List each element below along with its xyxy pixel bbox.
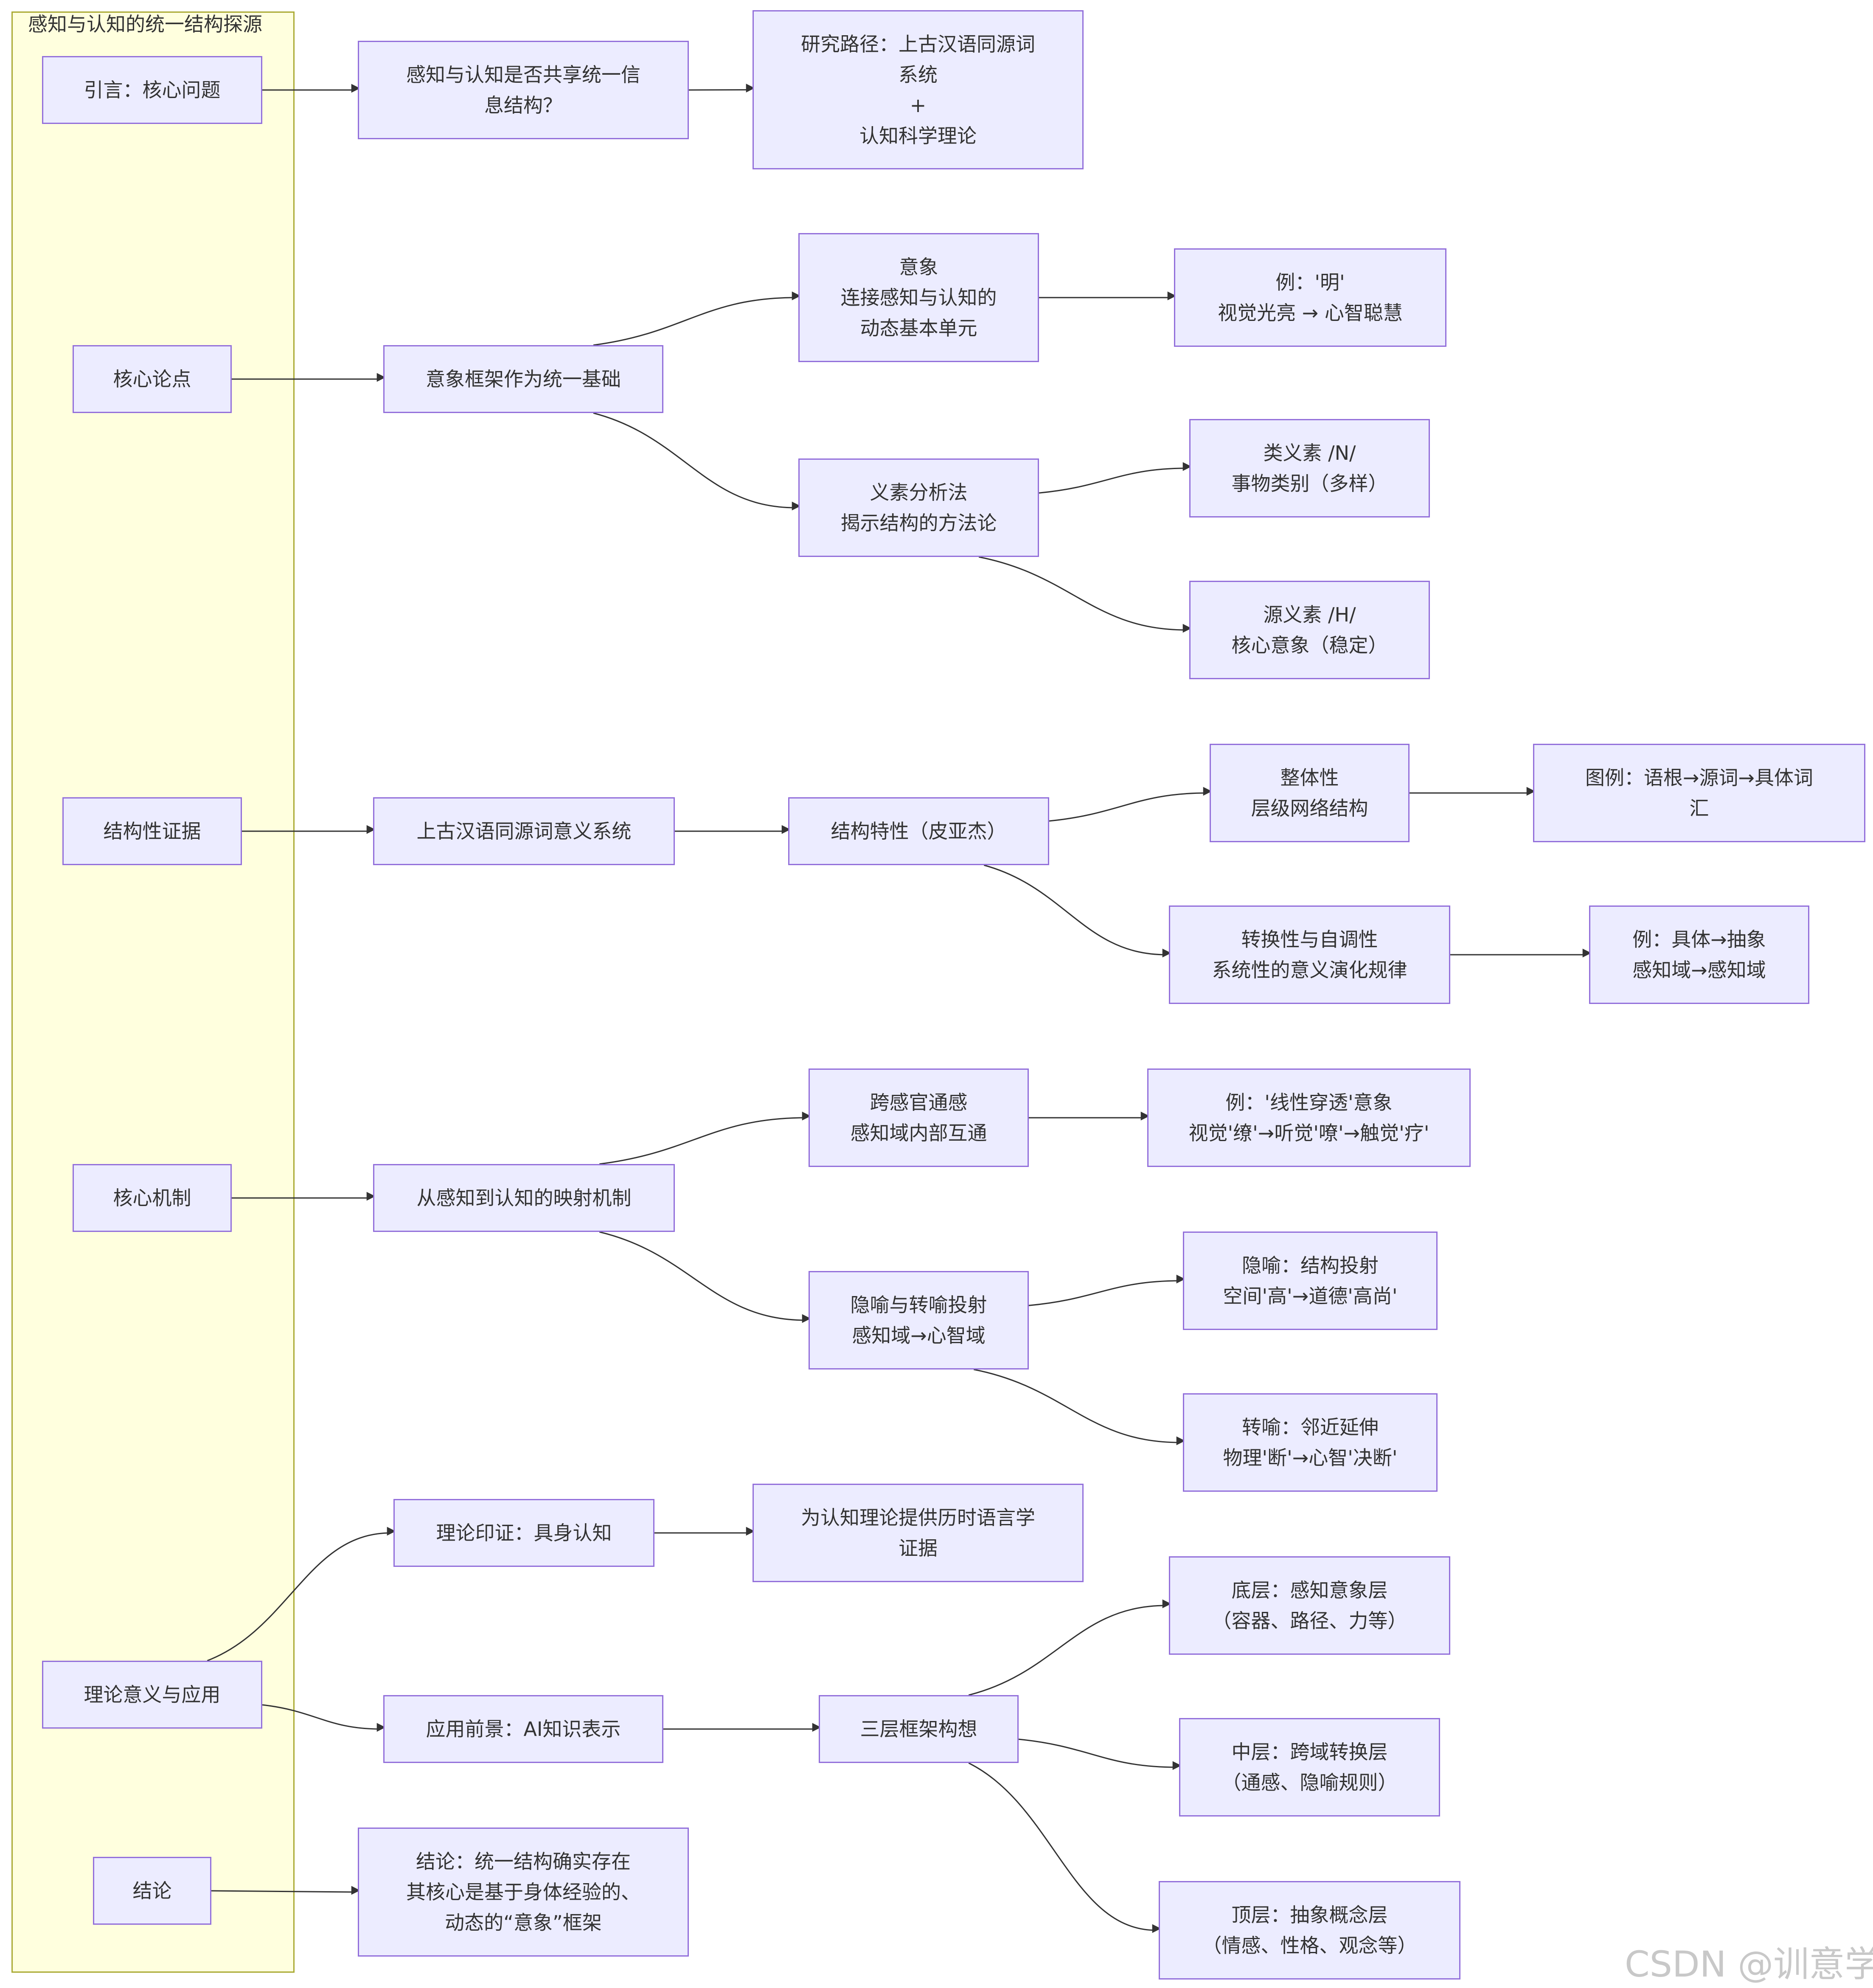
- node-diagram-ex[interactable]: 图例：语根→源词→具体词 汇: [1533, 744, 1865, 842]
- watermark: CSDN @训意学: [1625, 1943, 1873, 1985]
- node-question-label: 感知与认知是否共享统一信 息结构？: [406, 63, 640, 117]
- node-three-layer[interactable]: 三层框架构想: [819, 1695, 1019, 1763]
- node-mechanism-label: 核心机制: [113, 1187, 191, 1209]
- node-mapping[interactable]: 从感知到认知的映射机制: [373, 1164, 675, 1232]
- node-question[interactable]: 感知与认知是否共享统一信 息结构？: [358, 41, 689, 139]
- edge-mapping-to-metaphor: [599, 1231, 811, 1323]
- edge-three_layer-to-bottom: [968, 1599, 1171, 1696]
- node-diagram-ex-label: 图例：语根→源词→具体词 汇: [1585, 766, 1814, 820]
- node-evidence[interactable]: 结构性证据: [62, 797, 242, 865]
- node-synesthesia[interactable]: 跨感官通感 感知域内部互通: [809, 1069, 1029, 1167]
- edge-feature-to-transform: [983, 864, 1171, 958]
- node-class-seme[interactable]: 类义素 /N/ 事物类别（多样）: [1189, 419, 1430, 517]
- edge-metaphor-to-metonymy_ex: [973, 1369, 1185, 1445]
- node-metaphor[interactable]: 隐喻与转喻投射 感知域→心智域: [809, 1271, 1029, 1369]
- node-conclusion[interactable]: 结论: [93, 1857, 211, 1925]
- node-whole-label: 整体性 层级网络结构: [1251, 766, 1368, 820]
- node-metaphor-ex-label: 隐喻：结构投射 空间'高'→道德'高尚': [1223, 1254, 1398, 1308]
- edge-conclusion-to-conclusion_text: [211, 1886, 360, 1895]
- node-top[interactable]: 顶层：抽象概念层 （情感、性格、观念等）: [1159, 1881, 1460, 1980]
- node-top-label: 顶层：抽象概念层 （情感、性格、观念等）: [1202, 1904, 1417, 1957]
- edge-mapping-to-synesthesia: [599, 1111, 811, 1165]
- node-feature-label: 结构特性（皮亚杰）: [831, 820, 1007, 843]
- node-metaphor-ex[interactable]: 隐喻：结构投射 空间'高'→道德'高尚': [1183, 1232, 1438, 1330]
- edge-significance-to-embodied: [207, 1527, 396, 1662]
- node-feature[interactable]: 结构特性（皮亚杰）: [788, 797, 1049, 865]
- node-transform-label: 转换性与自调性 系统性的意义演化规律: [1212, 928, 1407, 981]
- node-significance-label: 理论意义与应用: [84, 1683, 221, 1706]
- node-ai-label: 应用前景：AI知识表示: [426, 1718, 621, 1741]
- node-intro-label: 引言：核心问题: [84, 79, 221, 101]
- node-mapping-label: 从感知到认知的映射机制: [416, 1187, 632, 1209]
- node-evidence-label: 结构性证据: [103, 820, 201, 843]
- node-conclusion-text-label: 结论：统一结构确实存在 其核心是基于身体经验的、 动态的“意象”框架: [406, 1850, 640, 1934]
- edge-metaphor-to-metaphor_ex: [1028, 1274, 1185, 1306]
- node-frame-label: 意象框架作为统一基础: [426, 368, 621, 391]
- node-method[interactable]: 义素分析法 揭示结构的方法论: [798, 458, 1039, 557]
- node-line-ex[interactable]: 例：'线性穿透'意象 视觉'缭'→听觉'嘹'→触觉'疗': [1147, 1069, 1471, 1167]
- node-middle[interactable]: 中层：跨域转换层 （通感、隐喻规则）: [1179, 1718, 1440, 1816]
- node-concrete-ex-label: 例：具体→抽象 感知域→感知域: [1632, 928, 1766, 981]
- node-class-seme-label: 类义素 /N/ 事物类别（多样）: [1231, 441, 1388, 495]
- node-system-label: 上古汉语同源词意义系统: [416, 820, 632, 843]
- edge-feature-to-whole: [1049, 787, 1212, 822]
- cluster-box: [11, 11, 295, 1973]
- node-diachronic[interactable]: 为认知理论提供历时语言学 证据: [753, 1484, 1084, 1582]
- cluster-title: 感知与认知的统一结构探源: [28, 13, 262, 36]
- node-conclusion-label: 结论: [132, 1879, 172, 1902]
- node-conclusion-text[interactable]: 结论：统一结构确实存在 其核心是基于身体经验的、 动态的“意象”框架: [358, 1828, 689, 1957]
- edge-frame-to-image: [593, 291, 801, 346]
- node-diachronic-label: 为认知理论提供历时语言学 证据: [801, 1506, 1035, 1560]
- node-image[interactable]: 意象 连接感知与认知的 动态基本单元: [798, 233, 1039, 362]
- node-intro[interactable]: 引言：核心问题: [42, 56, 262, 124]
- edge-three_layer-to-middle: [1018, 1738, 1182, 1770]
- node-whole[interactable]: 整体性 层级网络结构: [1210, 744, 1410, 842]
- edge-three_layer-to-top: [968, 1762, 1161, 1933]
- node-image-label: 意象 连接感知与认知的 动态基本单元: [840, 256, 997, 340]
- node-thesis[interactable]: 核心论点: [73, 345, 232, 413]
- node-bottom-label: 底层：感知意象层 （容器、路径、力等）: [1212, 1579, 1407, 1632]
- node-ming-label: 例：'明' 视觉光亮 → 心智聪慧: [1218, 271, 1403, 324]
- edge-method-to-source_seme: [978, 556, 1192, 633]
- node-system[interactable]: 上古汉语同源词意义系统: [373, 797, 675, 865]
- node-significance[interactable]: 理论意义与应用: [42, 1661, 262, 1729]
- node-transform[interactable]: 转换性与自调性 系统性的意义演化规律: [1169, 905, 1450, 1004]
- node-thesis-label: 核心论点: [113, 368, 191, 391]
- node-three-layer-label: 三层框架构想: [860, 1718, 977, 1741]
- node-metonymy-ex[interactable]: 转喻：邻近延伸 物理'断'→心智'决断': [1183, 1393, 1438, 1492]
- node-source-seme[interactable]: 源义素 /H/ 核心意象（稳定）: [1189, 581, 1430, 679]
- node-embodied-label: 理论印证：具身认知: [436, 1521, 612, 1544]
- node-path-label: 研究路径：上古汉语同源词 系统 + 认知科学理论: [801, 32, 1035, 147]
- node-path[interactable]: 研究路径：上古汉语同源词 系统 + 认知科学理论: [753, 10, 1084, 169]
- edge-frame-to-method: [593, 412, 801, 511]
- node-source-seme-label: 源义素 /H/ 核心意象（稳定）: [1231, 603, 1388, 657]
- node-concrete-ex[interactable]: 例：具体→抽象 感知域→感知域: [1589, 905, 1809, 1004]
- node-embodied[interactable]: 理论印证：具身认知: [393, 1499, 654, 1567]
- node-ai[interactable]: 应用前景：AI知识表示: [383, 1695, 663, 1763]
- node-ming[interactable]: 例：'明' 视觉光亮 → 心智聪慧: [1174, 248, 1446, 347]
- node-metaphor-label: 隐喻与转喻投射 感知域→心智域: [850, 1293, 987, 1347]
- node-metonymy-ex-label: 转喻：邻近延伸 物理'断'→心智'决断': [1223, 1416, 1398, 1469]
- node-method-label: 义素分析法 揭示结构的方法论: [840, 481, 997, 534]
- node-frame[interactable]: 意象框架作为统一基础: [383, 345, 663, 413]
- edge-method-to-class_seme: [1039, 462, 1192, 494]
- node-synesthesia-label: 跨感官通感 感知域内部互通: [850, 1091, 987, 1144]
- node-mechanism[interactable]: 核心机制: [73, 1164, 232, 1232]
- edge-significance-to-ai: [262, 1704, 386, 1732]
- node-line-ex-label: 例：'线性穿透'意象 视觉'缭'→听觉'嘹'→触觉'疗': [1188, 1091, 1429, 1144]
- node-bottom[interactable]: 底层：感知意象层 （容器、路径、力等）: [1169, 1556, 1450, 1655]
- node-middle-label: 中层：跨域转换层 （通感、隐喻规则）: [1222, 1741, 1398, 1794]
